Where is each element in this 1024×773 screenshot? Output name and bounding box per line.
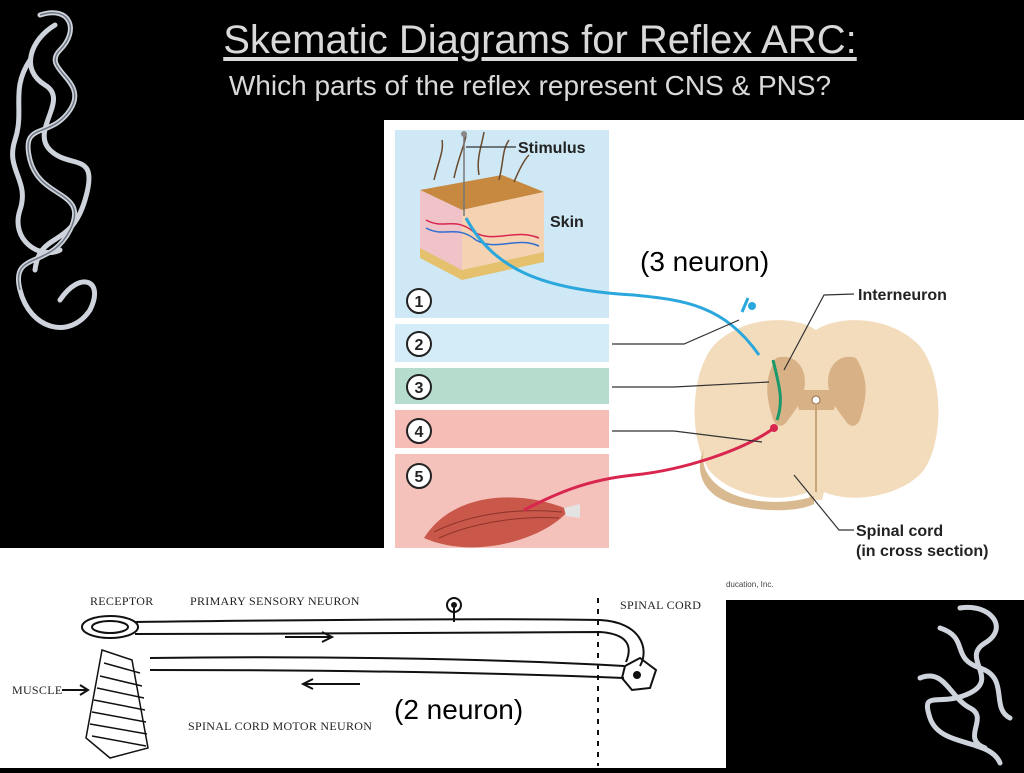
- skin-label: Skin: [550, 214, 584, 231]
- svg-text:4: 4: [415, 424, 424, 441]
- motor-neuron-cell-body: [770, 424, 778, 432]
- sensory-neuron-cell-body: [748, 302, 756, 310]
- muscle-sketch: [85, 649, 149, 759]
- spinal-cord-sketch-label: SPINAL CORD: [620, 598, 701, 612]
- reflex-arc-three-neuron-diagram: 1 2 3 4 5: [384, 120, 1024, 600]
- sensory-neuron-path: [464, 217, 761, 356]
- step-number-4: 4: [406, 418, 432, 444]
- spinal-cord-cross-section: [694, 320, 939, 511]
- spinal-cord-motor-neuron-label: SPINAL CORD MOTOR NEURON: [188, 719, 372, 733]
- svg-text:2: 2: [415, 337, 424, 354]
- motor-neuron-path: [523, 426, 775, 512]
- three-neuron-diagram-svg: 1 2 3 4 5: [395, 130, 988, 589]
- protein-ribbon-right-image: [917, 604, 1013, 766]
- step-number-1: 1: [406, 288, 432, 314]
- leader-lines: [466, 146, 855, 531]
- page-subtitle: Which parts of the reflex represent CNS …: [228, 70, 832, 101]
- skin-illustration: [420, 131, 544, 280]
- muscle-label: MUSCLE: [12, 683, 62, 697]
- step-number-2: 2: [406, 331, 432, 357]
- interneuron-path: [771, 359, 782, 421]
- sensory-neuron-branch: [740, 297, 750, 313]
- two-neuron-diagram-svg: RECEPTOR PRIMARY SENSORY NEURON SPINAL C…: [12, 594, 701, 766]
- svg-text:3: 3: [415, 380, 424, 397]
- primary-sensory-neuron-label: PRIMARY SENSORY NEURON: [190, 594, 360, 608]
- reflex-arc-two-neuron-diagram: RECEPTOR PRIMARY SENSORY NEURON SPINAL C…: [0, 548, 726, 768]
- neuron-sketch-lines: [62, 597, 658, 696]
- step-number-3: 3: [406, 374, 432, 400]
- protein-ribbon-left-image: [10, 10, 98, 330]
- three-neuron-caption: (3 neuron): [640, 246, 770, 277]
- svg-text:1: 1: [415, 294, 424, 311]
- interneuron-label: Interneuron: [858, 287, 947, 304]
- spinal-cord-label: Spinal cord: [856, 523, 943, 540]
- page-title: Skematic Diagrams for Reflex ARC:: [223, 18, 857, 62]
- muscle-illustration: [424, 497, 580, 548]
- step-number-5: 5: [406, 463, 432, 489]
- two-neuron-caption: (2 neuron): [394, 694, 524, 725]
- spinal-cord-label-sub: (in cross section): [856, 543, 988, 560]
- receptor-label: RECEPTOR: [90, 594, 154, 608]
- stimulus-label: Stimulus: [518, 140, 586, 157]
- svg-text:5: 5: [415, 469, 424, 486]
